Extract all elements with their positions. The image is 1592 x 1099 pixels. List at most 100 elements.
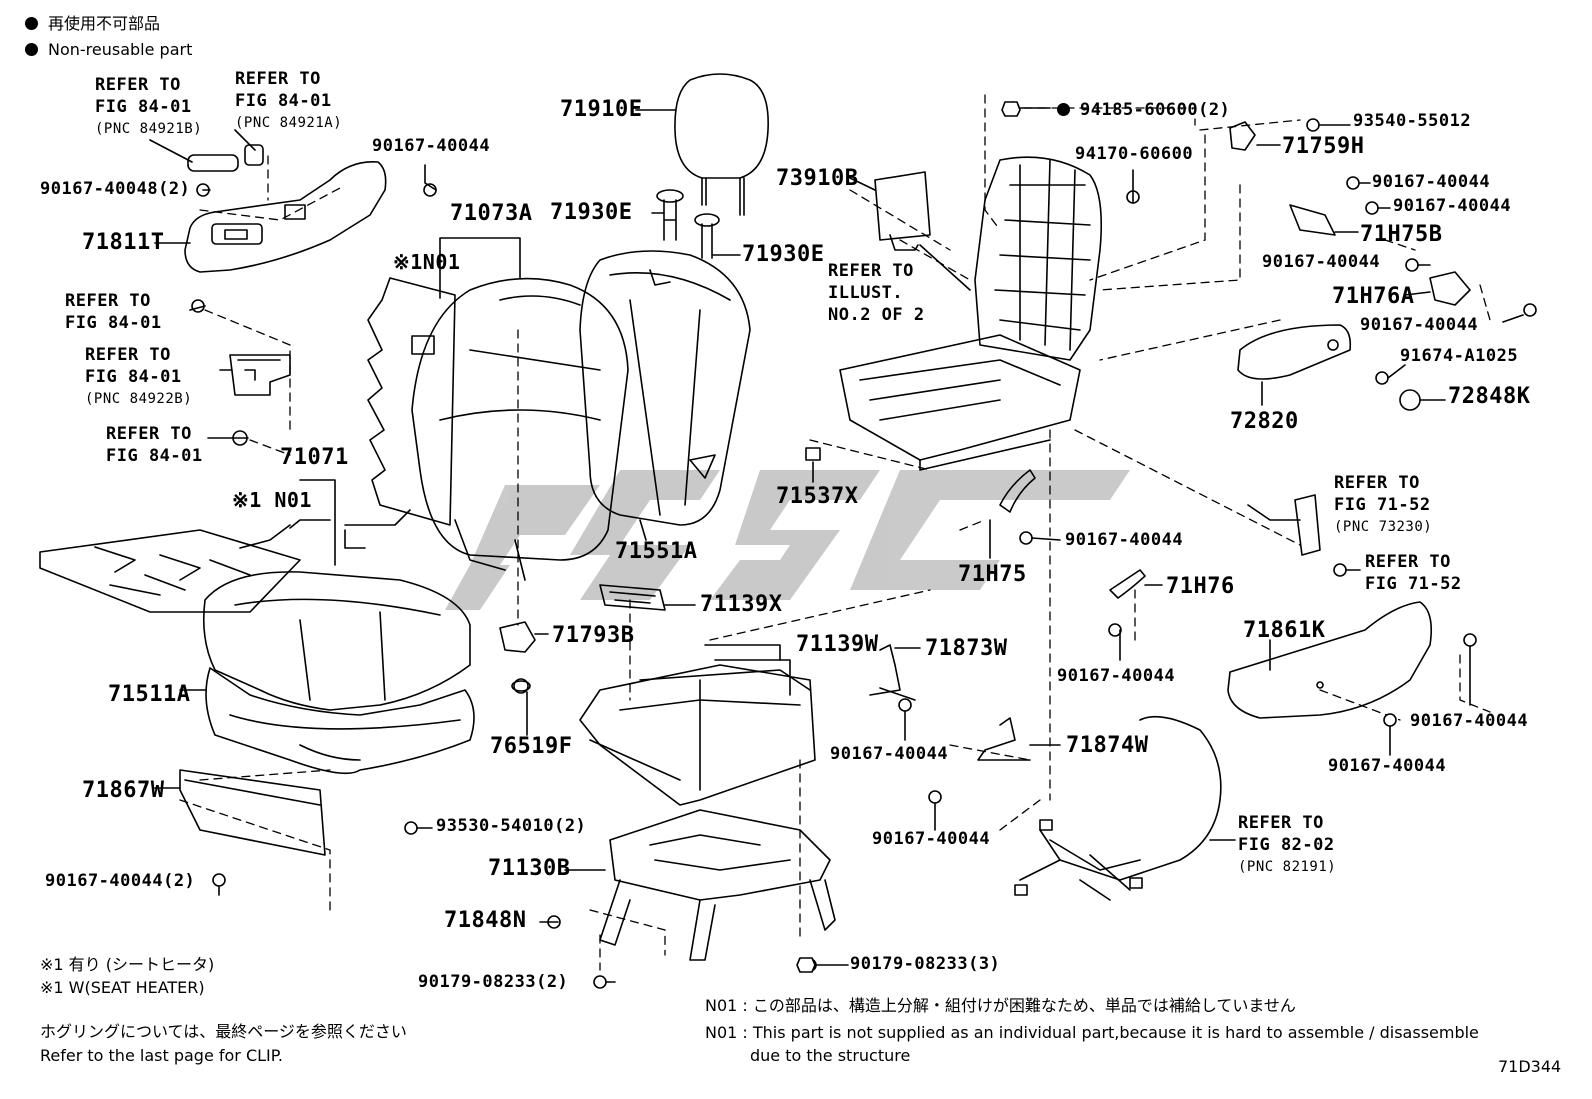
seat-cushion-cover <box>202 571 471 711</box>
leader-71071 <box>299 479 336 566</box>
fastener-leaders <box>189 107 1524 983</box>
wire-harness <box>1014 715 1222 901</box>
ref-line: REFER TO <box>828 261 914 281</box>
part-71139X: 71139X <box>700 592 783 617</box>
part-94170-60600: 94170-60600 <box>1075 144 1194 164</box>
ref-line: REFER TO <box>1334 473 1420 493</box>
cover-71759H <box>1229 121 1256 151</box>
ref-line: FIG 71-52 <box>1365 574 1462 594</box>
part-71874W: 71874W <box>1066 733 1149 758</box>
seatback-heater-mat <box>344 277 456 549</box>
legend-nonreusable-en: Non-reusable part <box>25 42 192 58</box>
part-90167-40044: 90167-40044 <box>1393 196 1512 216</box>
part-71511A: 71511A <box>108 682 191 707</box>
cushion-heater-mat <box>39 524 301 613</box>
cover-71H75B <box>1289 204 1336 236</box>
part-90167-40044: 90167-40044 <box>1057 666 1176 686</box>
footnote-n01-en-cont: due to the structure <box>750 1046 911 1065</box>
bullet-icon <box>25 17 38 30</box>
ref-pnc: (PNC 73230) <box>1334 519 1433 535</box>
ref-84-01-a: REFER TO FIG 84-01 <box>65 290 162 334</box>
alignment-lines <box>179 94 1491 971</box>
clip-71537X <box>805 447 821 461</box>
part-90179-08233-3: 90179-08233(3) <box>850 954 1001 974</box>
front-cushion-trim <box>179 769 326 856</box>
ref-84921A: REFER TO FIG 84-01 (PNC 84921A) <box>235 68 342 134</box>
ref-line: REFER TO <box>95 75 181 95</box>
ref-line: FIG 84-01 <box>95 97 192 117</box>
part-71793B: 71793B <box>552 623 635 648</box>
ref-line: ILLUST. <box>828 283 904 303</box>
footnote-clip-jp: ホグリングについては、最終ページを参照ください <box>40 1022 407 1041</box>
part-n01-a: ※1N01 <box>393 250 461 274</box>
part-71H76: 71H76 <box>1166 574 1235 599</box>
footnote-clip-en: Refer to the last page for CLIP. <box>40 1046 283 1065</box>
armrest-72820 <box>1237 324 1352 380</box>
seat-side-cover-left <box>184 161 387 273</box>
bracket-71H76 <box>1109 569 1146 599</box>
part-90167-40044: 90167-40044 <box>1372 172 1491 192</box>
ref-line: FIG 84-01 <box>235 91 332 111</box>
part-91674-A1025: 91674-A1025 <box>1400 346 1519 366</box>
ref-pnc: (PNC 84922B) <box>85 391 193 407</box>
cap-72848K <box>1399 389 1421 411</box>
legend-en-text: Non-reusable part <box>48 40 193 59</box>
ref-line: REFER TO <box>106 424 192 444</box>
watermark-logo <box>445 470 1130 610</box>
headrest-support-right <box>694 213 720 259</box>
leader-73910B <box>849 177 876 191</box>
ref-line: FIG 84-01 <box>85 367 182 387</box>
nonreusable-dot-icon <box>1057 103 1070 116</box>
switch-knob <box>187 144 264 172</box>
leader-ref-knobs <box>149 129 256 163</box>
part-71H76A: 71H76A <box>1332 284 1415 309</box>
part-71H75B: 71H75B <box>1360 222 1443 247</box>
part-90167-40048: 90167-40048(2) <box>40 179 191 199</box>
part-73910B: 73910B <box>776 166 859 191</box>
leader-n01-b <box>289 519 331 529</box>
ref-71-52: REFER TO FIG 71-52 <box>1365 551 1462 595</box>
seat-lower-frame-71139W <box>579 659 816 806</box>
part-71867W: 71867W <box>82 778 165 803</box>
part-93540-55012: 93540-55012 <box>1353 111 1472 131</box>
part-71873W: 71873W <box>925 636 1008 661</box>
part-71759H: 71759H <box>1282 134 1365 159</box>
clip-71793B <box>499 621 536 653</box>
ref-illust-2: REFER TO ILLUST. NO.2 OF 2 <box>828 260 925 326</box>
ref-pnc: (PNC 84921A) <box>235 115 343 131</box>
part-72820: 72820 <box>1230 409 1299 434</box>
part-94185-60600-text: 94185-60600(2) <box>1080 100 1231 120</box>
nut-icons <box>796 101 1021 973</box>
part-90167-40044: 90167-40044 <box>1360 315 1479 335</box>
part-90179-08233-2: 90179-08233(2) <box>418 972 569 992</box>
bracket-84922B <box>229 354 291 396</box>
footnote-heater-jp: ※1 有り (シートヒータ) <box>40 955 215 974</box>
ref-84922B: REFER TO FIG 84-01 (PNC 84922B) <box>85 344 192 410</box>
ref-pnc: (PNC 82191) <box>1238 859 1337 875</box>
seat-cushion-pad <box>205 667 475 775</box>
leader-71073A <box>439 237 521 299</box>
part-94185-60600: 94185-60600(2) <box>1057 102 1230 119</box>
part-71930E: 71930E <box>550 200 633 225</box>
part-90167-40044: 90167-40044 <box>372 136 491 156</box>
ref-84-01-b: REFER TO FIG 84-01 <box>106 423 203 467</box>
headrest-support-left <box>656 189 684 241</box>
footnote-heater-en: ※1 W(SEAT HEATER) <box>40 978 205 997</box>
part-71537X: 71537X <box>776 484 859 509</box>
side-airbag-73910B <box>874 171 931 251</box>
ref-line: FIG 84-01 <box>106 446 203 466</box>
part-90167-40044: 90167-40044 <box>830 744 949 764</box>
ref-82191: REFER TO FIG 82-02 (PNC 82191) <box>1238 812 1336 878</box>
part-93530-54010: 93530-54010(2) <box>436 816 587 836</box>
part-71130B: 71130B <box>488 856 571 881</box>
part-71848N: 71848N <box>444 908 527 933</box>
part-n01-b: ※1 N01 <box>232 488 312 512</box>
seat-frame-71130B <box>599 809 836 961</box>
leader-ref-illust <box>919 244 971 291</box>
pin-76519F <box>511 680 531 692</box>
ref-line: REFER TO <box>235 69 321 89</box>
wire-71874W <box>977 717 1031 761</box>
bracket-71H75 <box>999 469 1036 513</box>
seat-frame-assembly <box>839 156 1103 471</box>
